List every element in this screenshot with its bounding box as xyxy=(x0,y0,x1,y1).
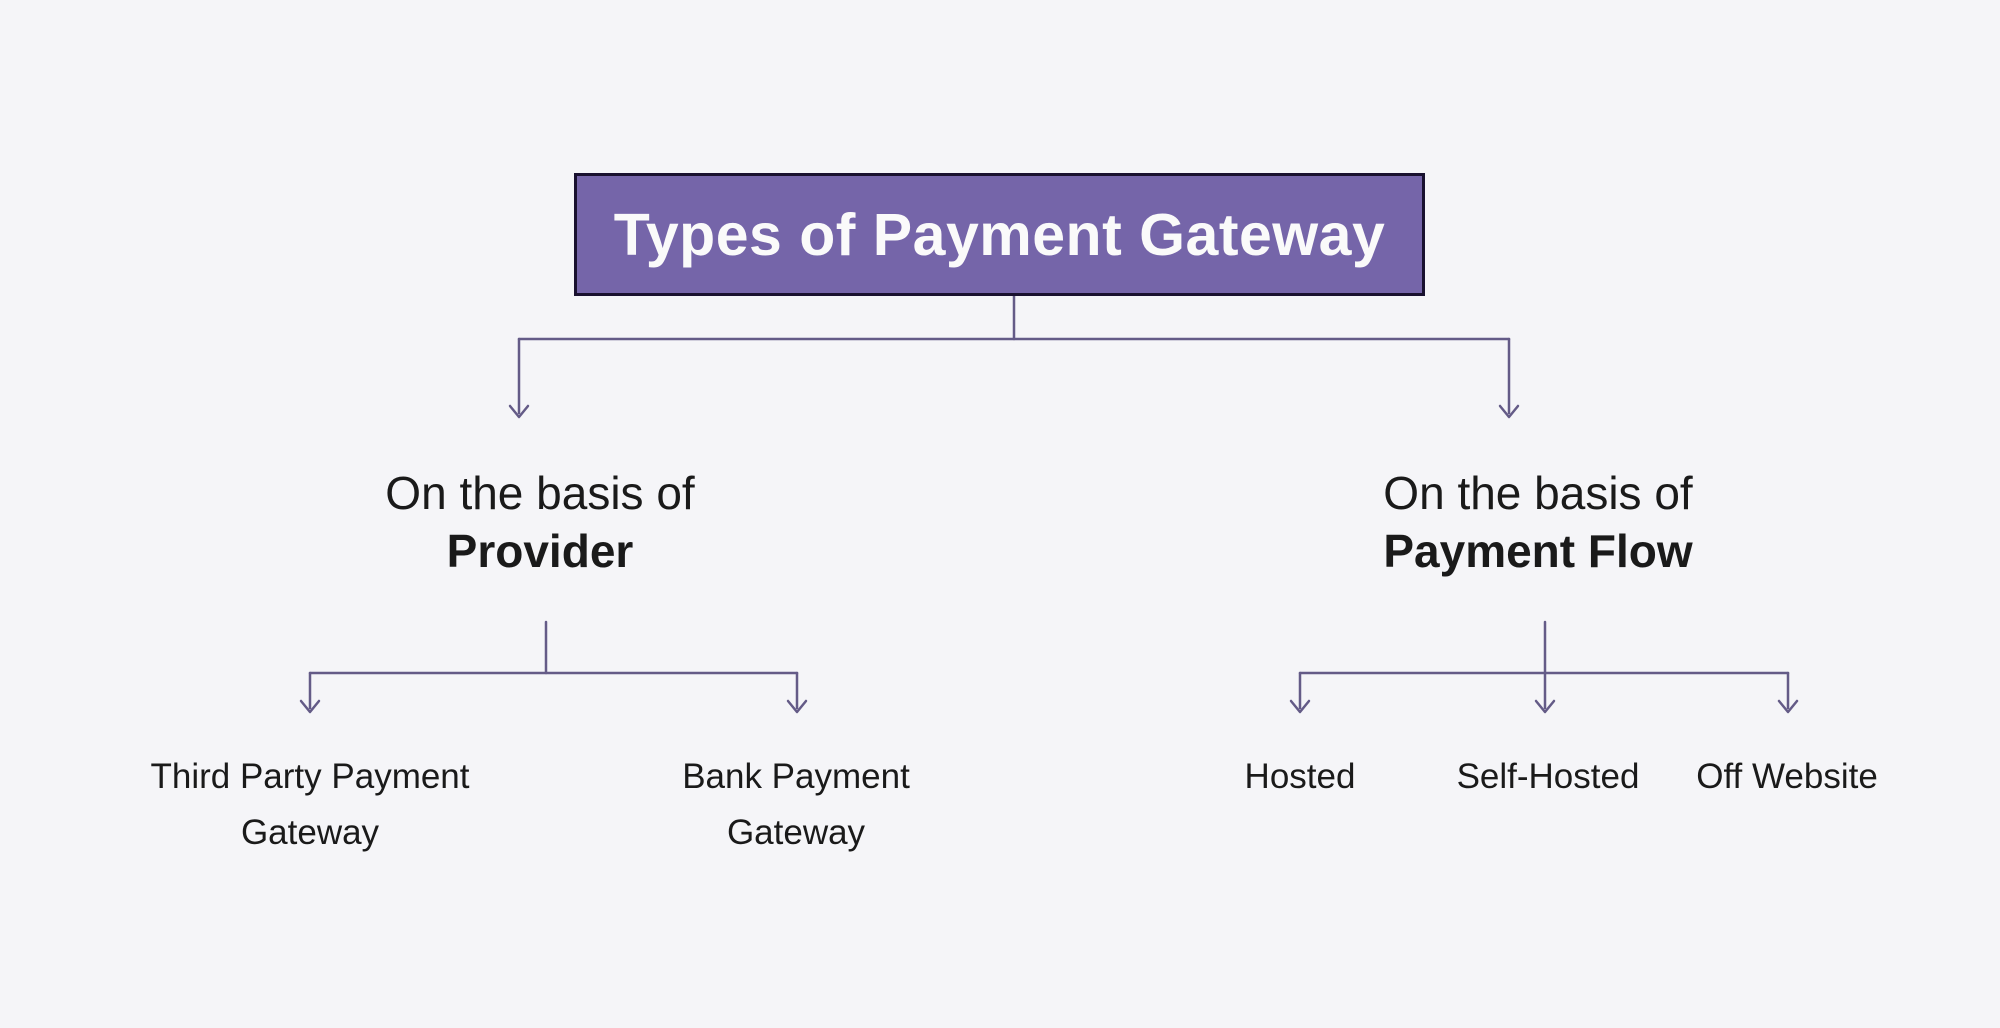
leaf-node-self-hosted: Self-Hosted xyxy=(1388,749,1708,805)
leaf-line: Hosted xyxy=(1244,757,1356,796)
arrowhead-third-party xyxy=(299,699,321,714)
arrowhead-provider xyxy=(508,404,530,419)
leaf-line: Bank Payment xyxy=(682,757,910,796)
leaf-line: Gateway xyxy=(726,813,866,852)
arrowhead-payment-flow xyxy=(1498,404,1520,419)
arrowhead-bank xyxy=(786,699,808,714)
arrowhead-hosted xyxy=(1289,699,1311,714)
leaf-line: Self-Hosted xyxy=(1456,757,1640,796)
arrowhead-self-hosted xyxy=(1534,699,1556,714)
branch-node-provider: On the basis of Provider xyxy=(280,464,800,580)
diagram-title: Types of Payment Gateway xyxy=(613,201,1386,268)
leaf-node-bank-payment-gateway: Bank Payment Gateway xyxy=(536,749,1056,861)
branch-payment-flow-prefix: On the basis of xyxy=(1383,467,1693,519)
arrowhead-off-website xyxy=(1777,699,1799,714)
branch-node-payment-flow: On the basis of Payment Flow xyxy=(1278,464,1798,580)
leaf-node-third-party-payment-gateway: Third Party Payment Gateway xyxy=(50,749,570,861)
branch-provider-prefix: On the basis of xyxy=(385,467,695,519)
leaf-line: Third Party Payment xyxy=(150,757,470,796)
leaf-node-hosted: Hosted xyxy=(1140,749,1460,805)
branch-provider-name: Provider xyxy=(446,525,634,577)
leaf-node-off-website: Off Website xyxy=(1627,749,1947,805)
root-node: Types of Payment Gateway xyxy=(574,173,1425,296)
leaf-line: Off Website xyxy=(1696,757,1878,796)
branch-payment-flow-name: Payment Flow xyxy=(1383,525,1693,577)
leaf-line: Gateway xyxy=(240,813,380,852)
